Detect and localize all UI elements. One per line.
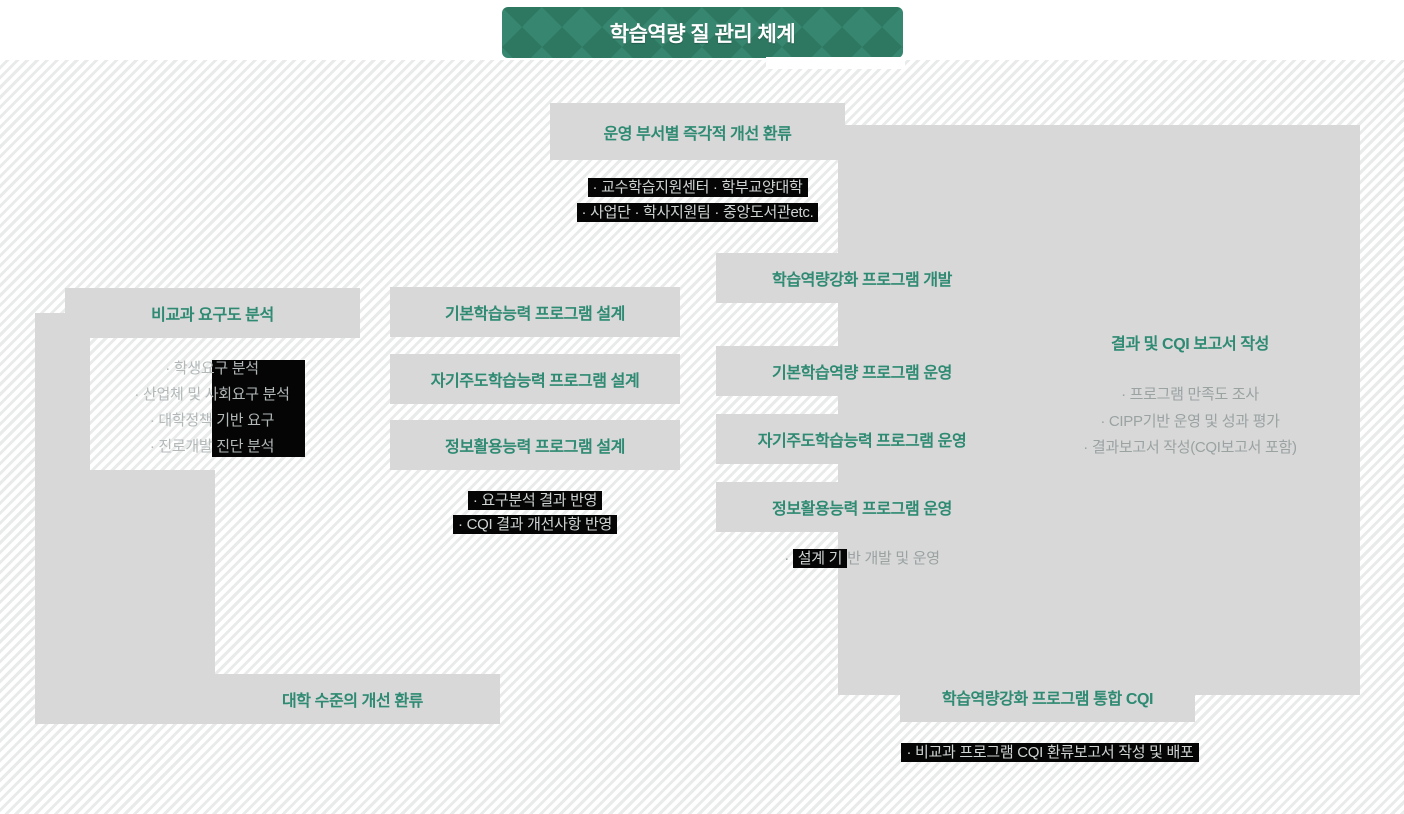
operate-note-prefix: · [784, 550, 793, 567]
design-item-basic: 기본학습능력 프로그램 설계 [445, 306, 625, 323]
design-note-line: · 요구분석 결과 반영 [390, 489, 680, 513]
panel-operate-band-1 [716, 346, 1008, 396]
needs-highlight-rect [212, 360, 305, 457]
panel-develop-band [716, 253, 1008, 303]
ops-feedback-line: · 사업단 · 학사지원팀 · 중앙도서관etc. [545, 200, 850, 225]
panel-univ-feedback-band [205, 674, 500, 724]
design-item-self-directed: 자기주도학습능력 프로그램 설계 [430, 373, 640, 390]
panel-needs-analysis-band [65, 288, 360, 338]
operate-note-suffix: 반 개발 및 운영 [847, 550, 940, 567]
ops-feedback-line: · 교수학습지원센터 · 학부교양대학 [545, 175, 850, 200]
panel-left-flow-column [35, 470, 215, 724]
ops-feedback-details: · 교수학습지원센터 · 학부교양대학 · 사업단 · 학사지원팀 · 중앙도서… [545, 175, 850, 225]
panel-design-band-1 [390, 287, 680, 337]
panel-design-band-3 [390, 420, 680, 470]
report-line-2: · CIPP기반 운영 및 성과 평가 [1100, 412, 1280, 430]
needs-line-2: · 산업체 및 사회요구 분석 [134, 386, 290, 403]
report-details: · 프로그램 만족도 조사 · CIPP기반 운영 및 성과 평가 · 결과보고… [1010, 382, 1370, 462]
needs-analysis-details: · 학생요구 분석 · 산업체 및 사회요구 분석 · 대학정책 기반 요구 ·… [62, 356, 362, 460]
panel-operate-band-3 [716, 482, 1008, 532]
diagram-title-badge: 학습역량 질 관리 체계 [502, 7, 903, 58]
report-line-1: · 프로그램 만족도 조사 [1121, 386, 1259, 403]
ops-feedback-line-1: · 교수학습지원센터 · 학부교양대학 [587, 178, 808, 197]
develop-title: 학습역량강화 프로그램 개발 [772, 272, 952, 289]
needs-line-1: · 학생요구 분석 [165, 360, 259, 377]
operate-item-information: 정보활용능력 프로그램 운영 [772, 501, 952, 518]
ops-feedback-title: 운영 부서별 즉각적 개선 환류 [603, 125, 792, 143]
design-note-2: · CQI 결과 개선사항 반영 [453, 515, 617, 534]
design-note-line: · CQI 결과 개선사항 반영 [390, 513, 680, 537]
design-notes: · 요구분석 결과 반영 · CQI 결과 개선사항 반영 [390, 489, 680, 537]
design-item-information: 정보활용능력 프로그램 설계 [445, 439, 625, 456]
panel-ops-feedback-band [550, 103, 845, 160]
design-note-1: · 요구분석 결과 반영 [467, 491, 603, 510]
operate-note-highlight: 설계 기 [792, 549, 848, 568]
ops-feedback-line-2: · 사업단 · 학사지원팀 · 중앙도서관etc. [576, 203, 819, 222]
univ-feedback-title: 대학 수준의 개선 환류 [281, 693, 424, 710]
needs-line-4: · 진로개발 진단 분석 [149, 438, 275, 455]
panel-design-band-2 [390, 354, 680, 404]
integrated-cqi-note: · 비교과 프로그램 CQI 환류보고서 작성 및 배포 [901, 743, 1199, 762]
operate-item-self-directed: 자기주도학습능력 프로그램 운영 [757, 433, 967, 450]
report-line-3: · 결과보고서 작성(CQI보고서 포함) [1083, 439, 1297, 456]
integrated-cqi-title: 학습역량강화 프로그램 통합 CQI [941, 691, 1154, 708]
panel-operate-band-2 [716, 414, 1008, 464]
panel-left-flow-strip [35, 313, 90, 470]
operate-item-basic: 기본학습역량 프로그램 운영 [772, 365, 952, 382]
panel-right-process-block [838, 125, 1360, 695]
report-title: 결과 및 CQI 보고서 작성 [1111, 336, 1269, 353]
integrated-cqi-note-line: · 비교과 프로그램 CQI 환류보고서 작성 및 배포 [850, 742, 1250, 764]
badge-tail-decoration [766, 57, 905, 69]
needs-analysis-title: 비교과 요구도 분석 [151, 307, 274, 324]
needs-line-3: · 대학정책 기반 요구 [149, 412, 275, 429]
panel-integrated-cqi-band [900, 672, 1195, 722]
diagram-title: 학습역량 질 관리 체계 [609, 22, 796, 46]
